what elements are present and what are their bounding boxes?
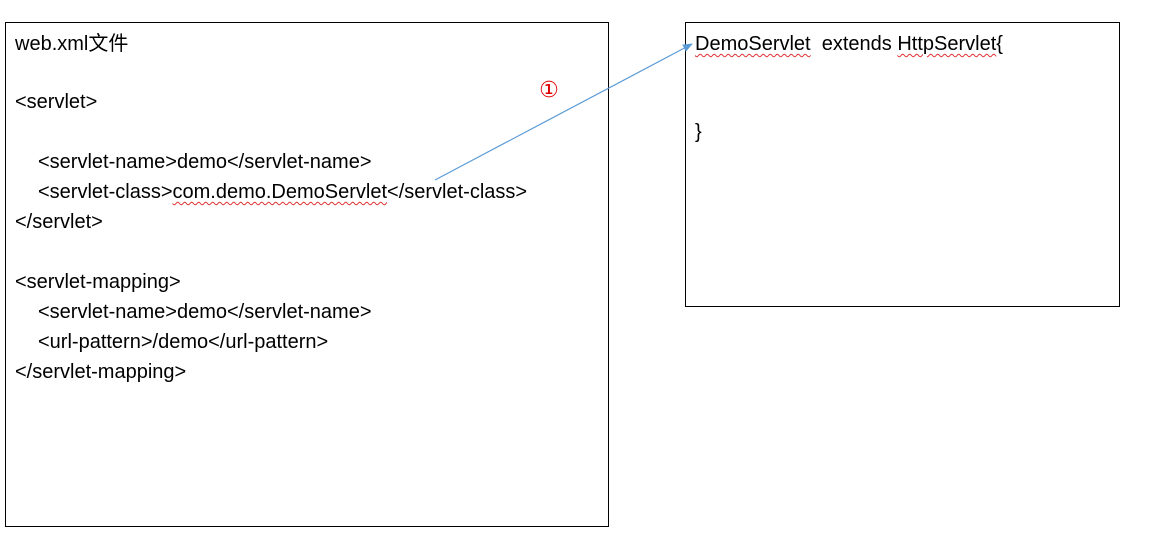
parent-class-name: HttpServlet	[897, 33, 997, 55]
servlet-open-tag: <servlet>	[15, 91, 98, 113]
servlet-name-open-tag: <servlet-name>	[38, 151, 177, 173]
mapping-name-line: <servlet-name>demo</servlet-name>	[38, 300, 372, 324]
servlet-mapping-open-tag: <servlet-mapping>	[15, 271, 181, 293]
close-brace: }	[695, 121, 702, 143]
extends-keyword: extends	[810, 33, 898, 55]
url-pattern-open-tag: <url-pattern>	[38, 331, 153, 353]
servlet-close-tag: </servlet>	[15, 211, 103, 233]
servlet-name-value: demo	[176, 151, 227, 173]
mapping-name-open-tag: <servlet-name>	[38, 301, 177, 323]
url-pattern-line: <url-pattern>/demo</url-pattern>	[38, 330, 328, 354]
demo-servlet-class-panel	[685, 22, 1120, 307]
servlet-class-line: <servlet-class>com.demo.DemoServlet</ser…	[38, 180, 527, 204]
class-declaration-line: DemoServlet extends HttpServlet{	[695, 32, 1003, 56]
servlet-class-value: com.demo.DemoServlet	[172, 181, 388, 203]
mapping-name-close-tag: </servlet-name>	[227, 301, 372, 323]
servlet-class-close-tag: </servlet-class>	[387, 181, 528, 203]
servlet-name-line: <servlet-name>demo</servlet-name>	[38, 150, 372, 174]
open-brace: {	[996, 33, 1003, 55]
web-xml-title: web.xml文件	[15, 33, 129, 55]
url-pattern-value: /demo	[152, 331, 209, 353]
step-marker: ①	[539, 78, 559, 103]
class-name: DemoServlet	[695, 33, 811, 55]
servlet-mapping-close-tag: </servlet-mapping>	[15, 361, 187, 383]
mapping-name-value: demo	[176, 301, 227, 323]
url-pattern-close-tag: </url-pattern>	[208, 331, 329, 353]
servlet-class-open-tag: <servlet-class>	[38, 181, 173, 203]
servlet-name-close-tag: </servlet-name>	[227, 151, 372, 173]
